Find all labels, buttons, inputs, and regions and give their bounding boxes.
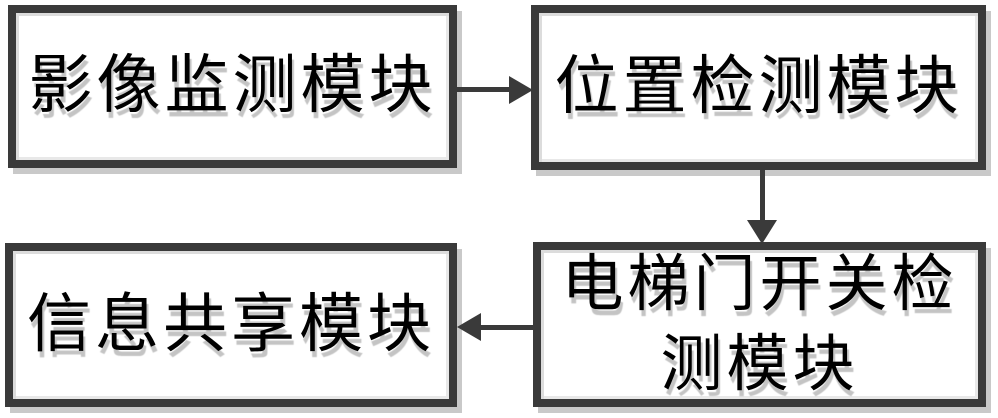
- node-elevator-door-switch-detection-module: 电梯门开关检 测模块: [533, 242, 986, 407]
- connector-door-switch-detection-to-information-sharing: [479, 325, 533, 330]
- node-label-line-1: 电梯门开关检: [561, 250, 958, 319]
- arrowhead-right-icon: [509, 76, 533, 104]
- arrowhead-down-icon: [747, 220, 777, 244]
- node-label: 影像监测模块: [28, 50, 437, 122]
- arrowhead-left-icon: [457, 313, 481, 341]
- connector-image-monitoring-to-position-detection: [455, 87, 513, 92]
- node-position-detection-module: 位置检测模块: [531, 5, 986, 170]
- node-label: 电梯门开关检 测模块: [561, 245, 957, 405]
- node-image-monitoring-module: 影像监测模块: [8, 5, 457, 168]
- node-label-line-2: 测模块: [660, 330, 859, 399]
- node-label: 信息共享模块: [27, 288, 435, 360]
- connector-position-detection-to-door-switch-detection: [760, 168, 765, 222]
- node-information-sharing-module: 信息共享模块: [5, 243, 457, 407]
- node-label: 位置检测模块: [554, 51, 963, 123]
